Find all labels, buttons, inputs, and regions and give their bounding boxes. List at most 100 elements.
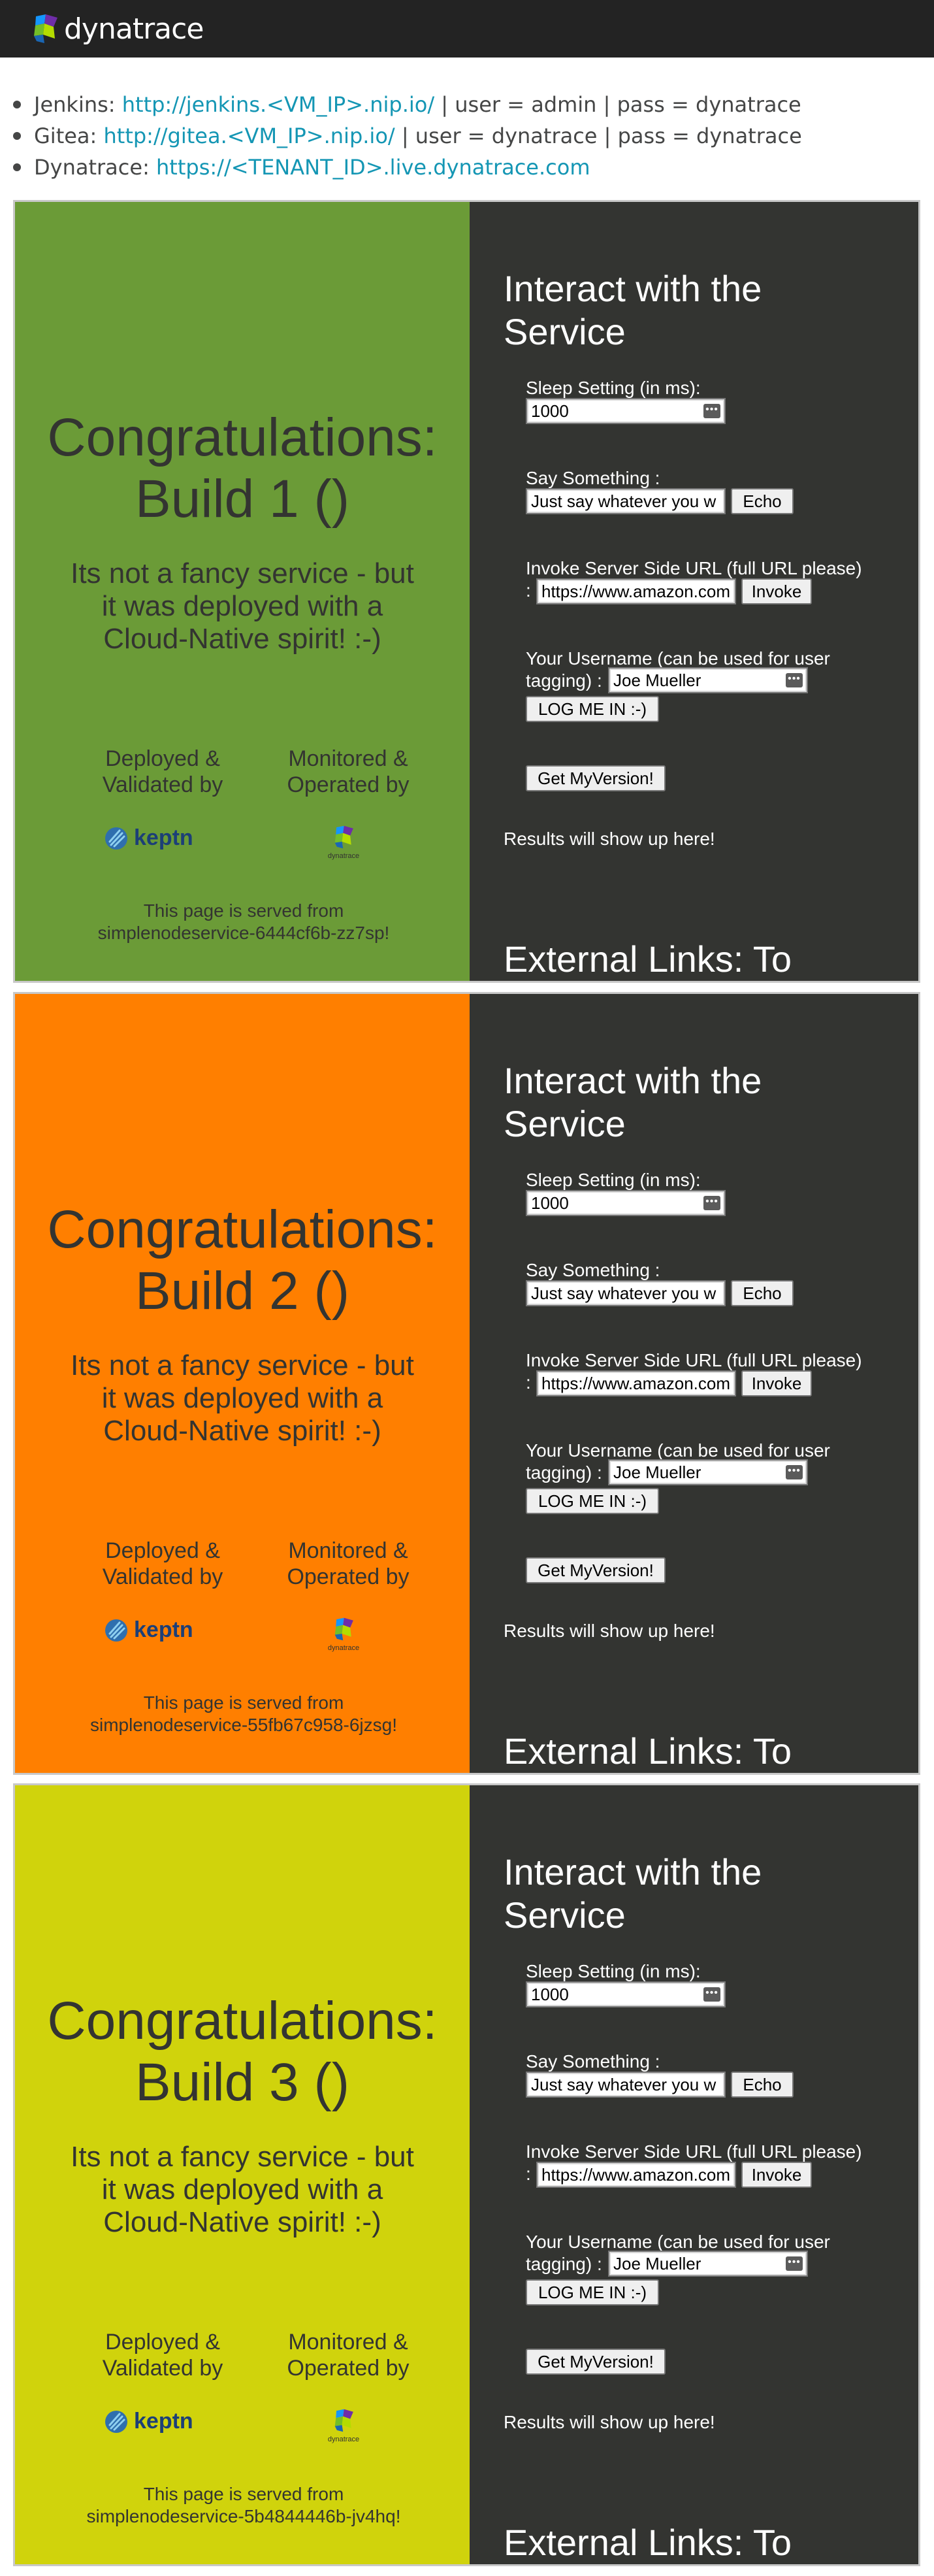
build-title-line1: Congratulations: <box>47 1991 438 2051</box>
password-manager-icon[interactable]: ••• <box>786 2256 803 2271</box>
link-label: Jenkins: <box>34 92 116 117</box>
username-label-line1: Your Username (can be used for user <box>526 2232 830 2252</box>
build-frame-1: Congratulations: Build 1 () Its not a fa… <box>13 200 920 983</box>
dynatrace-logo-icon <box>34 14 57 43</box>
served-by-text: This page is served from simplenodeservi… <box>89 1693 398 1735</box>
invoke-url-input[interactable]: https://www.amazon.com <box>536 2162 736 2188</box>
password-manager-icon[interactable]: ••• <box>703 404 720 418</box>
dynatrace-logo[interactable]: dynatrace <box>30 12 204 46</box>
results-text: Results will show up here! <box>504 829 715 849</box>
dynatrace-small-logo-icon <box>334 825 353 849</box>
interact-title: Interact with the Service <box>504 1851 762 1936</box>
build-title: Congratulations: Build 1 () <box>15 407 470 530</box>
password-manager-icon[interactable]: ••• <box>703 1987 720 2002</box>
build-panel: Congratulations: Build 2 () Its not a fa… <box>15 994 470 1773</box>
build-frame-3: Congratulations: Build 3 () Its not a fa… <box>13 1783 920 2566</box>
username-label-line2: tagging) : <box>526 1462 602 1483</box>
get-myversion-button[interactable]: Get MyVersion! <box>526 1557 666 1583</box>
build-title-line2: Build 2 () <box>135 1261 350 1321</box>
build-panel: Congratulations: Build 3 () Its not a fa… <box>15 1785 470 2564</box>
dynatrace-logo-text: dynatrace <box>64 12 204 46</box>
interact-panel: Interact with the Service Sleep Setting … <box>470 202 918 981</box>
username-input[interactable]: Joe Mueller ••• <box>608 667 808 693</box>
username-input-value: Joe Mueller <box>613 1462 701 1482</box>
say-label: Say Something : <box>526 2051 660 2072</box>
invoke-button[interactable]: Invoke <box>741 2162 812 2188</box>
results-text: Results will show up here! <box>504 2412 715 2432</box>
echo-button[interactable]: Echo <box>731 488 794 514</box>
echo-button[interactable]: Echo <box>731 1280 794 1306</box>
username-input-value: Joe Mueller <box>613 2254 701 2273</box>
deployed-validated-label: Deployed & Validated by <box>102 746 223 797</box>
dynatrace-small-logo[interactable]: dynatrace <box>317 2409 370 2443</box>
dynatrace-small-logo[interactable]: dynatrace <box>317 1617 370 1652</box>
username-label-line1: Your Username (can be used for user <box>526 648 830 669</box>
password-manager-icon[interactable]: ••• <box>703 1196 720 1210</box>
link-item-gitea: Gitea: http://gitea.<VM_IP>.nip.io/ | us… <box>13 120 921 152</box>
sleep-label: Sleep Setting (in ms): <box>526 1961 701 1981</box>
dynatrace-small-logo-text: dynatrace <box>327 852 360 860</box>
jenkins-link[interactable]: http://jenkins.<VM_IP>.nip.io/ <box>121 92 435 117</box>
invoke-label: Invoke Server Side URL (full URL please) <box>526 1350 862 1370</box>
get-myversion-button[interactable]: Get MyVersion! <box>526 2349 666 2375</box>
say-input[interactable]: Just say whatever you w <box>526 488 726 514</box>
link-label: Gitea: <box>34 124 97 148</box>
build-title-line1: Congratulations: <box>47 408 438 467</box>
dynatrace-small-logo-icon <box>334 2409 353 2432</box>
username-label-line2: tagging) : <box>526 670 602 691</box>
dynatrace-small-logo[interactable]: dynatrace <box>317 825 370 860</box>
monitored-operated-label: Monitored & Operated by <box>287 746 410 797</box>
monitored-operated-label: Monitored & Operated by <box>287 1538 410 1589</box>
get-myversion-button[interactable]: Get MyVersion! <box>526 765 666 791</box>
interact-title: Interact with the Service <box>504 1060 762 1144</box>
keptn-logo[interactable]: keptn <box>104 1617 193 1643</box>
login-button[interactable]: LOG ME IN :-) <box>526 2279 659 2305</box>
login-button[interactable]: LOG ME IN :-) <box>526 696 659 722</box>
keptn-logo-icon <box>105 827 127 850</box>
invoke-label: Invoke Server Side URL (full URL please) <box>526 2141 862 2162</box>
sleep-label: Sleep Setting (in ms): <box>526 378 701 398</box>
username-input[interactable]: Joe Mueller ••• <box>608 2251 808 2277</box>
top-bar: dynatrace <box>0 0 934 58</box>
say-input[interactable]: Just say whatever you w <box>526 1280 726 1306</box>
external-links-heading: External Links: To <box>504 1730 792 1772</box>
sleep-input-value: 1000 <box>531 1193 569 1213</box>
interact-title: Interact with the Service <box>504 268 762 352</box>
keptn-logo-text: keptn <box>134 825 193 850</box>
build-title-line1: Congratulations: <box>47 1200 438 1259</box>
sleep-input[interactable]: 1000 ••• <box>526 1981 726 2007</box>
invoke-url-input[interactable]: https://www.amazon.com <box>536 578 736 604</box>
login-button[interactable]: LOG ME IN :-) <box>526 1488 659 1514</box>
build-frame-2: Congratulations: Build 2 () Its not a fa… <box>13 992 920 1775</box>
deployed-validated-label: Deployed & Validated by <box>102 1538 223 1589</box>
dynatrace-small-logo-text: dynatrace <box>327 1644 360 1652</box>
link-suffix: | user = dynatrace | pass = dynatrace <box>395 124 802 148</box>
keptn-logo-text: keptn <box>134 2409 193 2434</box>
external-links-heading: External Links: To <box>504 938 792 980</box>
tagline: Its not a fancy service - but it was dep… <box>71 1349 414 1447</box>
invoke-url-input[interactable]: https://www.amazon.com <box>536 1370 736 1396</box>
monitored-operated-label: Monitored & Operated by <box>287 2330 410 2381</box>
gitea-link[interactable]: http://gitea.<VM_IP>.nip.io/ <box>103 124 395 148</box>
echo-button[interactable]: Echo <box>731 2072 794 2098</box>
invoke-colon: : <box>526 2164 531 2184</box>
build-panel: Congratulations: Build 1 () Its not a fa… <box>15 202 470 981</box>
username-input[interactable]: Joe Mueller ••• <box>608 1459 808 1485</box>
link-label: Dynatrace: <box>34 155 150 180</box>
keptn-logo[interactable]: keptn <box>104 825 193 851</box>
username-input-value: Joe Mueller <box>613 670 701 690</box>
password-manager-icon[interactable]: ••• <box>786 673 803 687</box>
sleep-input[interactable]: 1000 ••• <box>526 1190 726 1216</box>
say-input[interactable]: Just say whatever you w <box>526 2072 726 2098</box>
dynatrace-tenant-link[interactable]: https://<TENANT_ID>.live.dynatrace.com <box>156 155 590 180</box>
sleep-input[interactable]: 1000 ••• <box>526 398 726 424</box>
interact-panel: Interact with the Service Sleep Setting … <box>470 1785 918 2564</box>
served-by-text: This page is served from simplenodeservi… <box>86 2484 401 2526</box>
keptn-logo[interactable]: keptn <box>104 2409 193 2434</box>
invoke-colon: : <box>526 580 531 601</box>
password-manager-icon[interactable]: ••• <box>786 1465 803 1479</box>
sleep-input-value: 1000 <box>531 1985 569 2004</box>
access-links: Jenkins: http://jenkins.<VM_IP>.nip.io/ … <box>13 89 921 183</box>
invoke-button[interactable]: Invoke <box>741 1370 812 1396</box>
invoke-button[interactable]: Invoke <box>741 578 812 604</box>
